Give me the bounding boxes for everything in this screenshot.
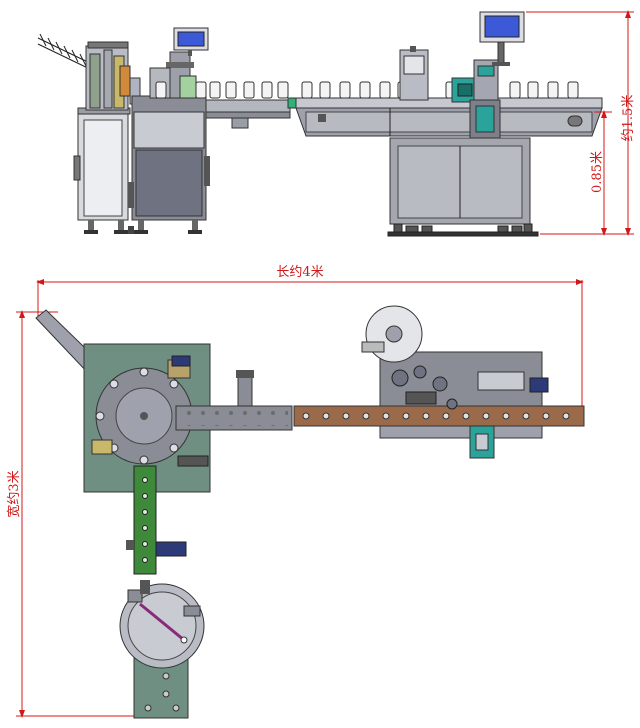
labeling-conveyor <box>293 405 585 427</box>
right-touch-screen <box>479 11 525 66</box>
turntable-pockets <box>95 367 193 465</box>
chute-motor <box>155 541 187 557</box>
left-cabinet-handle <box>73 155 81 181</box>
left-cabinet-door <box>83 119 123 217</box>
height-total-label: 约1.5米 <box>621 95 636 142</box>
transfer-conveyor <box>205 99 291 113</box>
green-chute <box>133 465 157 575</box>
width-dimension: 宽约3米 <box>6 310 134 718</box>
leg <box>118 220 124 232</box>
capping-panel <box>133 111 205 149</box>
labeler-conveyor-bed <box>295 97 603 137</box>
capping-head <box>149 51 197 99</box>
height-total-dimension: 约1.5米 <box>526 10 636 236</box>
plan-view: 长约4米 宽约3米 <box>6 265 585 719</box>
unscrambler-tower <box>85 41 141 111</box>
height-table-dimension: 0.85米 <box>590 110 612 236</box>
height-table-label: 0.85米 <box>590 151 605 193</box>
labeling-head <box>399 46 501 139</box>
left-touch-screen <box>173 27 209 56</box>
plan-labeler-body <box>379 351 549 459</box>
length-label: 长约4米 <box>276 265 323 280</box>
width-label: 宽约3米 <box>6 470 22 517</box>
casters <box>387 223 539 237</box>
green-chute-holes <box>142 477 148 563</box>
label-rollers <box>391 365 458 410</box>
front-elevation-view: 约1.5米 0.85米 <box>37 10 636 237</box>
label-roll <box>361 305 423 363</box>
length-dimension: 长约4米 <box>36 265 584 412</box>
conveyor-slats <box>302 412 570 420</box>
leg <box>88 220 94 232</box>
bottles-row <box>155 81 579 99</box>
